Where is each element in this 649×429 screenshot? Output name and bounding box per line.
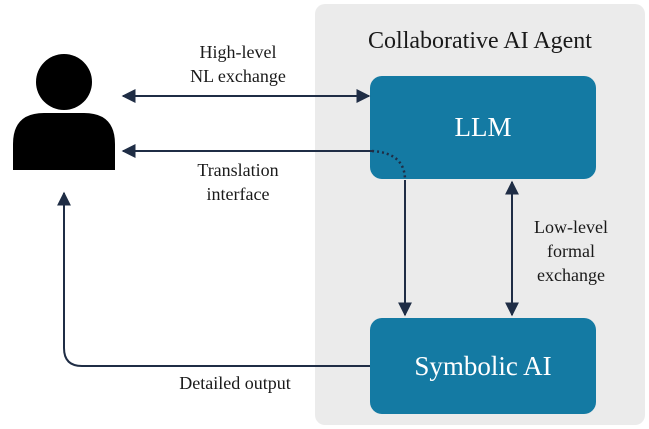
formal-exchange-label: Low-level formal exchange	[512, 215, 630, 287]
symbolic-ai-label: Symbolic AI	[414, 350, 552, 381]
translation-line1: Translation	[197, 160, 279, 180]
llm-label: LLM	[454, 112, 512, 142]
translation-curve	[371, 149, 407, 181]
llm-box: LLM	[370, 76, 596, 179]
formal-exchange-line3: exchange	[537, 265, 605, 285]
translation-label: Translation interface	[168, 158, 308, 206]
translation-line2: interface	[206, 184, 270, 204]
nl-exchange-label: High-level NL exchange	[168, 40, 308, 88]
output-label: Detailed output	[160, 371, 310, 395]
symbolic-ai-box: Symbolic AI	[370, 318, 596, 414]
formal-exchange-line2: formal	[547, 241, 595, 261]
output-text: Detailed output	[179, 373, 291, 393]
formal-exchange-line1: Low-level	[534, 217, 608, 237]
agent-title: Collaborative AI Agent	[368, 28, 592, 54]
nl-exchange-line2: NL exchange	[190, 66, 286, 86]
person-icon	[13, 54, 115, 170]
nl-exchange-line1: High-level	[199, 42, 277, 62]
output-arrow	[57, 191, 370, 367]
